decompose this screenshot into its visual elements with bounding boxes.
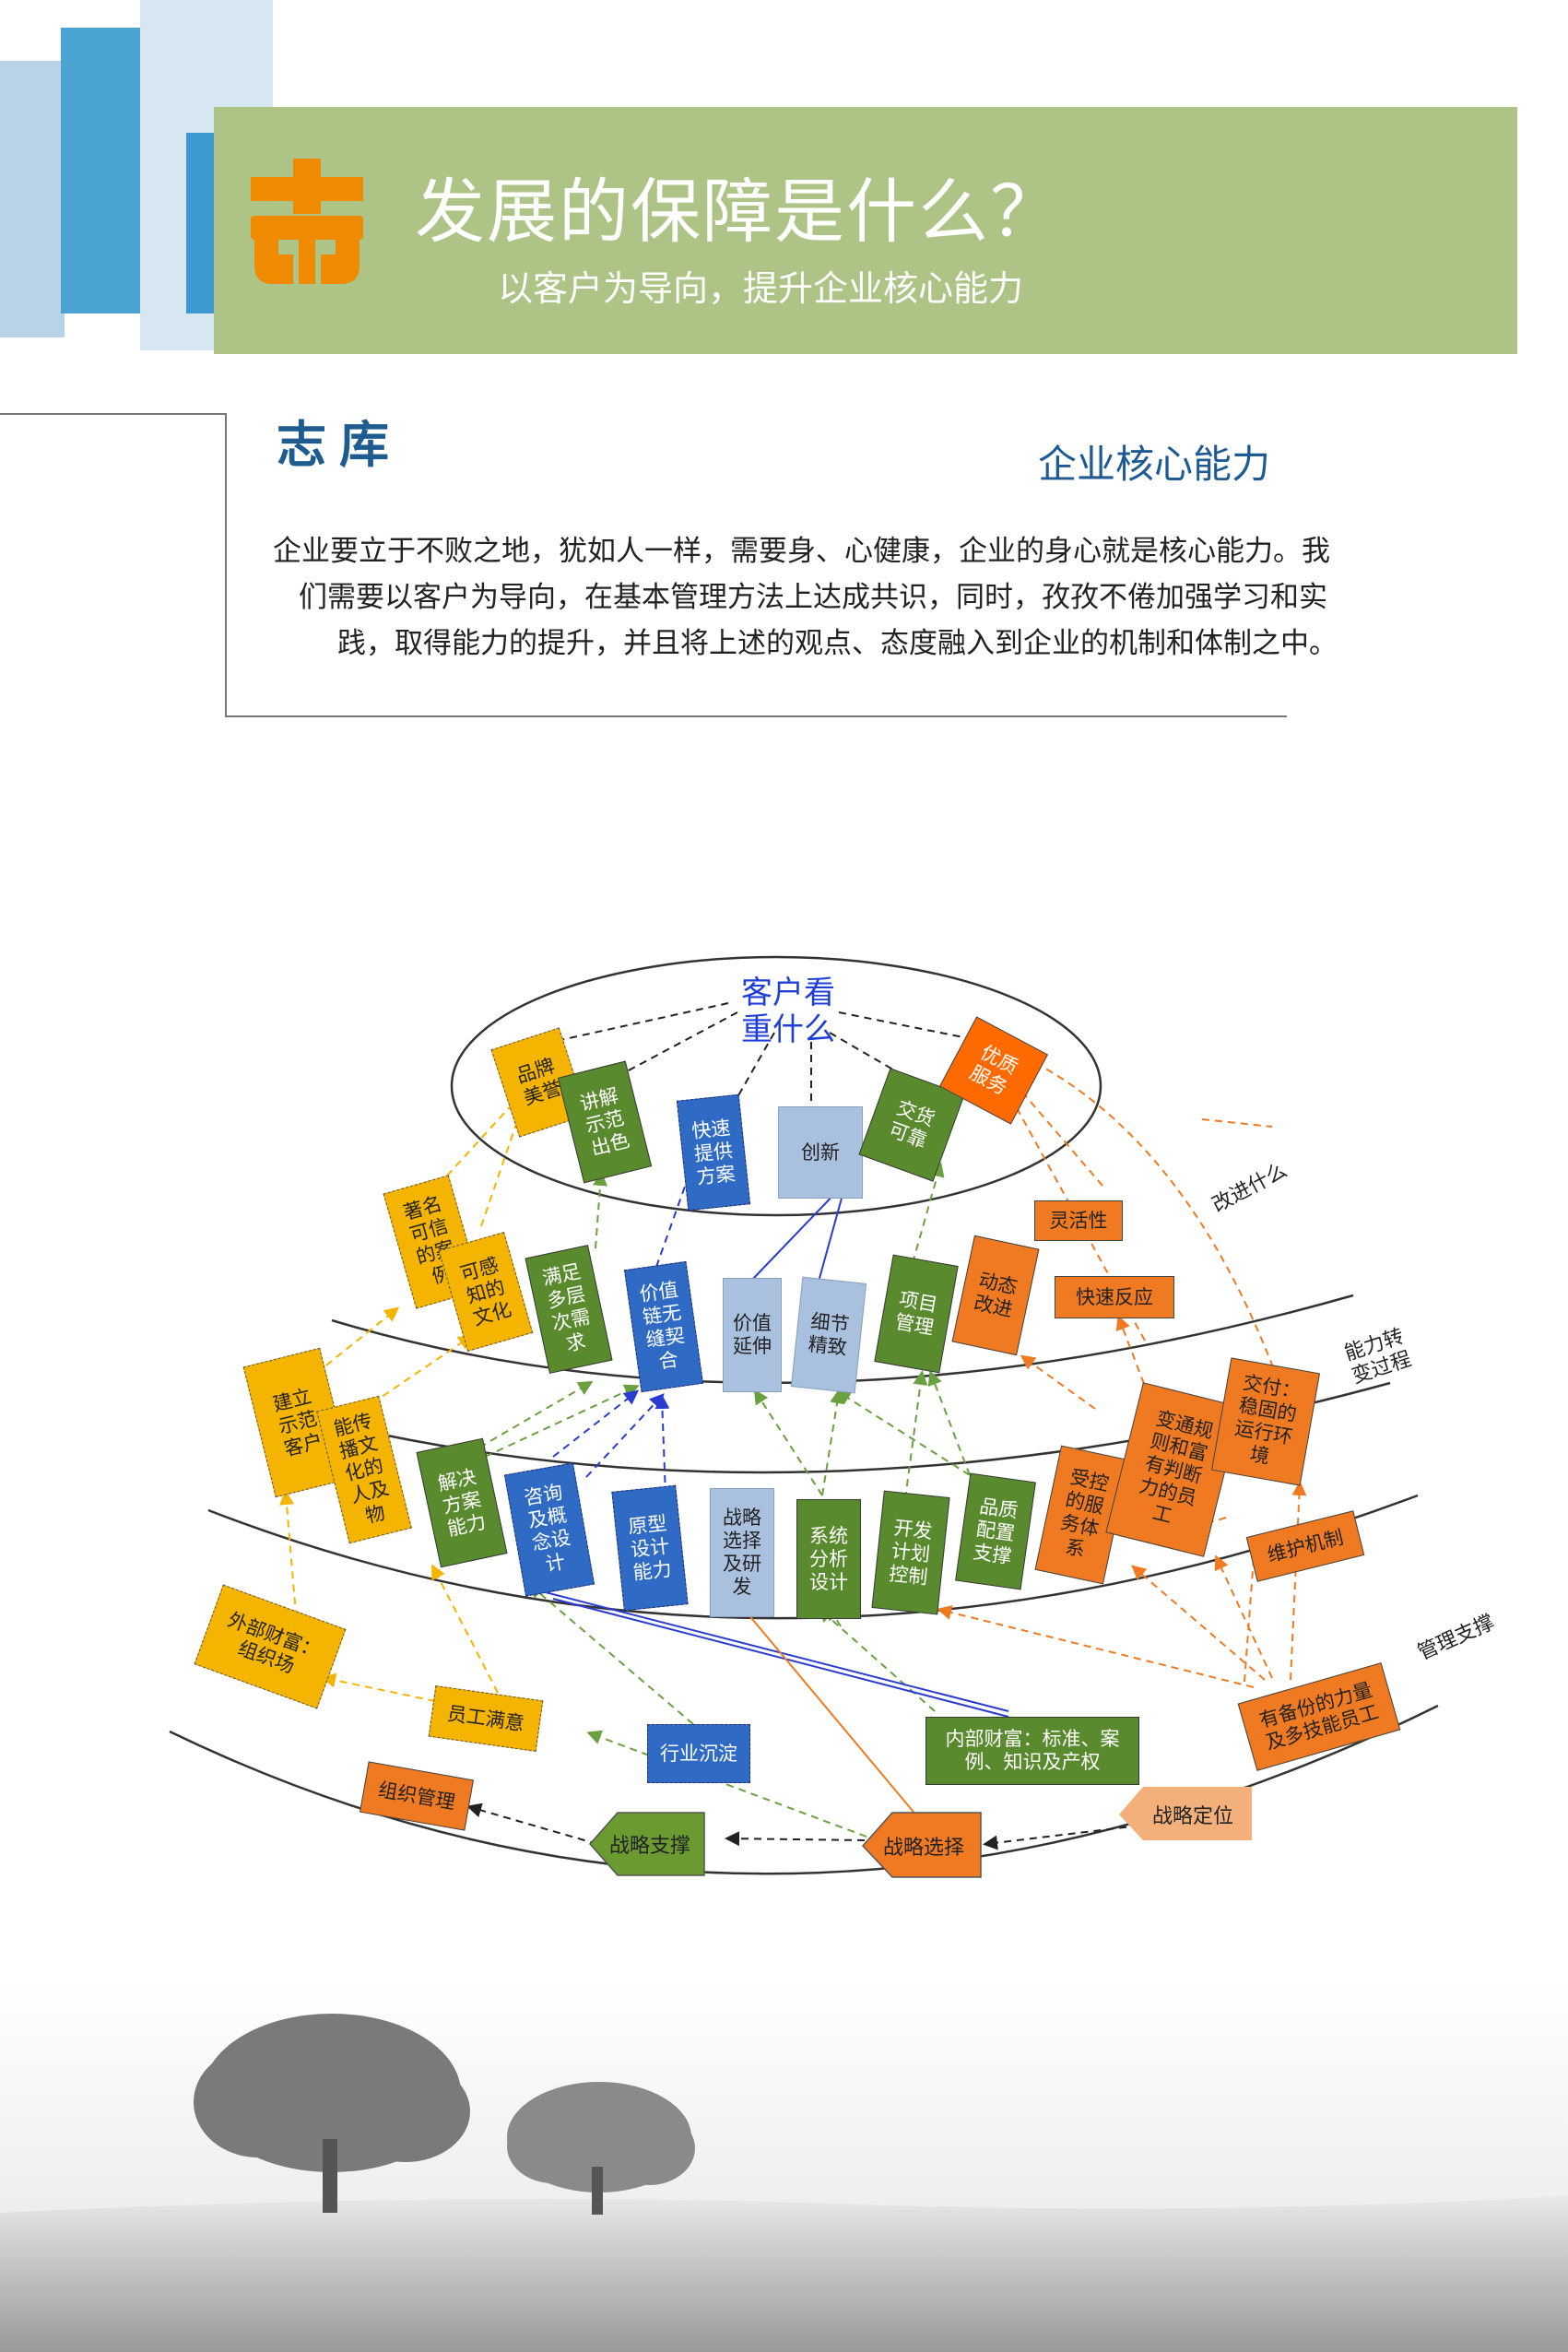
blue-flow-arrows <box>534 1123 1009 1718</box>
divider-bottom <box>225 715 1287 717</box>
center-ellipse <box>450 955 1102 1217</box>
header-deco-block-4 <box>186 133 216 313</box>
base-arrow-shapes <box>588 1787 1252 1878</box>
tier3-system-analysis-design: 系统 分析 设计 <box>796 1499 861 1619</box>
center-title: 客户看 重什么 <box>741 975 835 1048</box>
base-strategy-support: 战略支撑 <box>608 1835 690 1858</box>
base-arrow-strategy-choice <box>861 1812 982 1878</box>
page-title: 发展的保障是什么？ <box>415 171 1062 253</box>
paragraph-line-1: 企业要立于不败之地，犹如人一样，需要身、心健康，企业的身心就是核心能力。我 <box>273 535 1330 568</box>
page-subtitle: 以客户为导向，提升企业核心能力 <box>498 268 1024 309</box>
brand-logo-icon <box>251 159 363 284</box>
header-band <box>214 107 1517 354</box>
tree-large-icon <box>194 2014 470 2213</box>
paragraph-line-3: 践，取得能力的提升，并且将上述的观点、态度融入到企业的机制和体制之中。 <box>337 627 1338 660</box>
green-flow-arrows <box>478 1162 971 1838</box>
header-deco-block-1 <box>0 61 65 337</box>
tier2-quick-response: 快速反应 <box>1055 1276 1174 1318</box>
tree-small-icon <box>507 2082 695 2215</box>
tier3-dev-plan-control: 开发 计划 控制 <box>871 1490 950 1615</box>
landscape-illustration <box>0 1982 1568 2352</box>
divider-vertical <box>225 413 227 717</box>
base-arrow-strategy-positioning <box>1119 1787 1252 1840</box>
base-flow <box>466 1802 1140 1850</box>
tier3-strategy-rnd: 战略 选择 及研 发 <box>710 1488 774 1617</box>
tier1-quick-solution: 快速 提供 方案 <box>676 1093 751 1211</box>
paragraph-line-2: 们需要以客户为导向，在基本管理方法上达成共识，同时，孜孜不倦加强学习和实 <box>299 581 1327 614</box>
tier2-refined-details: 细节 精致 <box>790 1276 867 1394</box>
tier1-innovation: 创新 <box>778 1106 863 1199</box>
tier2-flexibility: 灵活性 <box>1034 1200 1123 1241</box>
tier4-internal-wealth: 内部财富：标准、案 例、知识及产权 <box>925 1717 1139 1785</box>
brand-name: 志库 <box>277 416 402 474</box>
tier4-industry-accumulation: 行业沉淀 <box>647 1724 750 1783</box>
base-strategy-positioning: 战略定位 <box>1151 1805 1233 1828</box>
divider-top <box>0 413 227 415</box>
tier3-prototype-design: 原型 设计 能力 <box>611 1484 689 1612</box>
base-arrow-strategy-support <box>588 1812 705 1876</box>
tier2-value-extension: 价值 延伸 <box>723 1278 782 1392</box>
base-strategy-choice: 战略选择 <box>882 1837 964 1860</box>
orange-solid-link <box>742 1607 923 1823</box>
section-title: 企业核心能力 <box>1038 442 1271 487</box>
